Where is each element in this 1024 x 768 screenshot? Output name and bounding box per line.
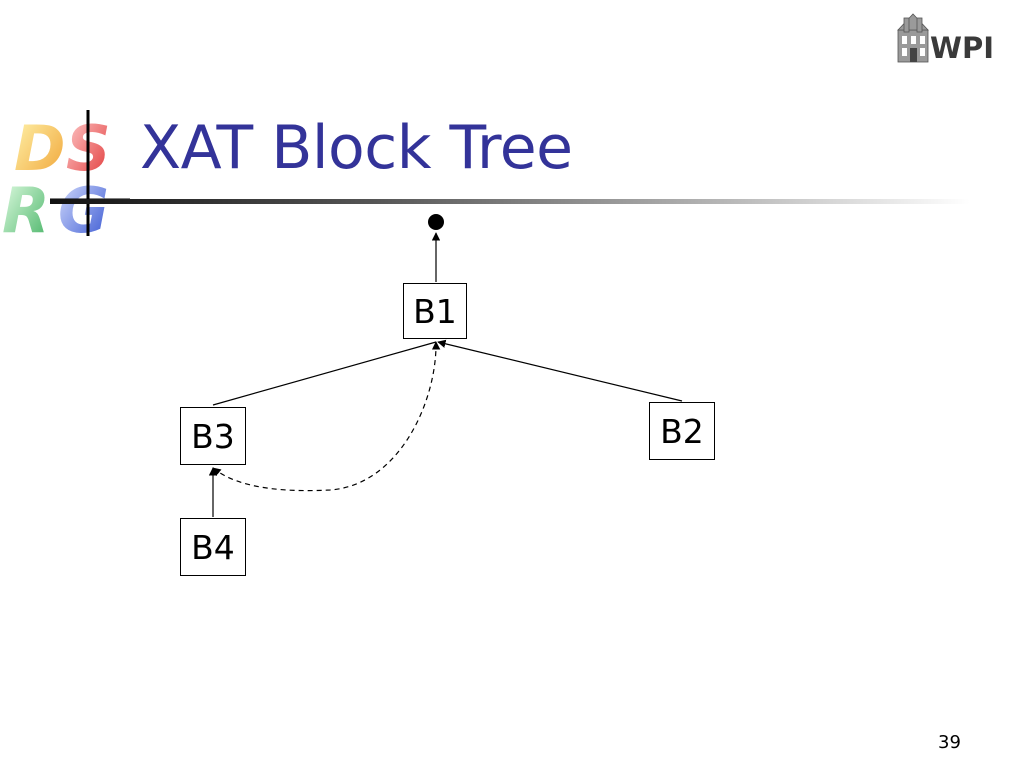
node-b4-label: B4 bbox=[191, 527, 235, 567]
title-divider bbox=[50, 199, 970, 204]
wpi-logo-text: WPI bbox=[930, 31, 994, 65]
node-b1-label: B1 bbox=[413, 291, 457, 331]
page-number: 39 bbox=[938, 732, 961, 753]
wpi-logo: WPI bbox=[897, 13, 994, 65]
node-b2: B2 bbox=[649, 402, 715, 460]
node-b4: B4 bbox=[180, 518, 246, 576]
slide-title: XAT Block Tree bbox=[140, 113, 573, 183]
root-point bbox=[428, 214, 444, 230]
node-b2-label: B2 bbox=[660, 411, 704, 451]
node-b3-label: B3 bbox=[191, 416, 235, 456]
svg-text:R: R bbox=[2, 174, 50, 238]
node-b1: B1 bbox=[403, 283, 467, 339]
edge-b2-b1 bbox=[437, 339, 683, 402]
svg-text:D: D bbox=[14, 112, 65, 185]
node-b3: B3 bbox=[180, 407, 246, 465]
svg-text:G: G bbox=[58, 174, 109, 238]
edge-b3-b1 bbox=[212, 341, 437, 406]
edge-b3-b1-dashed bbox=[212, 341, 441, 492]
